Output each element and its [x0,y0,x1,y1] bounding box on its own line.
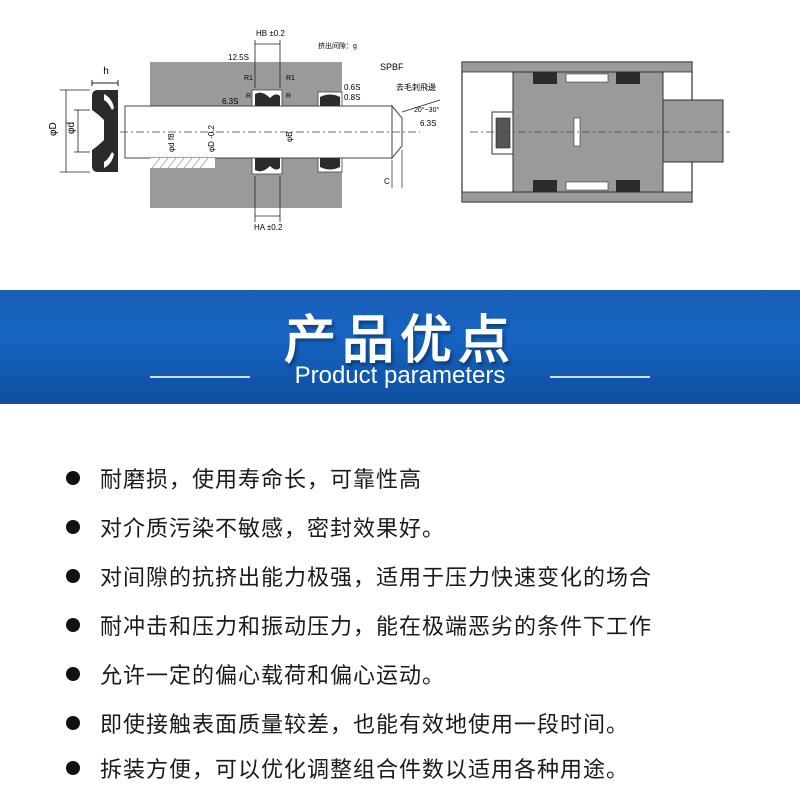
list-item: 对介质污染不敏感，密封效果好。 [66,509,445,545]
bullet-dot [66,569,80,583]
bullet-dot [66,716,80,730]
list-item-text: 对间隙的抗挤出能力极强，适用于压力快速变化的场合 [100,566,653,591]
seal-installation-diagram: h φD φd HB ±0.2 [48,29,730,232]
label-0-6s: 0.6S [344,83,360,92]
bullet-dot [66,471,80,485]
bullet-dot [66,761,80,775]
label-deburr: 去毛刺飛邊 [396,82,436,92]
bullet-dot [66,520,80,534]
label-h: h [103,66,109,77]
list-item-text: 耐冲击和压力和振动压力，能在极端恶劣的条件下工作 [100,615,653,640]
label-6-3s-a: 6.3S [222,97,238,106]
label-phi-d-f8: φd f8 [167,133,176,152]
label-spbf: SPBF [380,62,404,72]
list-item: 允许一定的偏心载荷和偏心运动。 [66,656,445,692]
banner-subtitle-group: Product parameters [150,362,650,390]
list-item-text: 对介质污染不敏感，密封效果好。 [100,517,446,542]
bullet-dot [66,618,80,632]
seal-cross-section: h φD φd [48,66,119,173]
list-item-text: 耐磨损，使用寿命长，可靠性高 [100,468,423,493]
label-phi-D-tol: φD -0.2 [207,124,216,152]
label-0-8s: 0.8S [344,93,360,102]
label-c: C [384,177,390,186]
label-12-5s: 12.5S [228,53,249,62]
label-r1-a: R1 [244,75,253,82]
label-phi-d: φd [66,122,77,134]
list-item: 对间隙的抗挤出能力极强，适用于压力快速变化的场合 [66,558,652,594]
list-item-text: 允许一定的偏心载荷和偏心运动。 [100,664,446,689]
banner-subtitle: Product parameters [294,362,506,389]
advantages-list: 耐磨损，使用寿命长，可靠性高 对介质污染不敏感，密封效果好。 对间隙的抗挤出能力… [0,404,800,790]
label-r-b: R [286,93,291,100]
label-r1-b: R1 [286,75,295,82]
label-gap: 挤出间隙：g [318,41,357,50]
banner-rule-left [150,376,250,378]
bullet-dot [66,667,80,681]
banner-rule-right [550,376,650,378]
list-item: 耐磨损，使用寿命长，可靠性高 [66,460,422,496]
cylinder-assembly [461,61,730,203]
list-item-text: 即使接触表面质量较差，也能有效地使用一段时间。 [100,713,630,738]
banner-title: 产品优点 [283,311,516,371]
list-item-text: 拆装方便，可以优化调整组合件数以适用各种用途。 [100,758,630,783]
label-ha: HA ±0.2 [254,223,283,232]
section-banner: 产品优点 Product parameters [0,290,800,404]
list-item: 耐冲击和压力和振动压力，能在极端恶劣的条件下工作 [66,607,652,643]
label-hb: HB ±0.2 [256,29,285,38]
label-6-3s-b: 6.3S [420,119,436,128]
label-phi-B: φB [285,131,294,142]
technical-drawing: h φD φd HB ±0.2 [0,0,800,290]
list-item: 拆装方便，可以优化调整组合件数以适用各种用途。 [66,750,629,786]
label-r-a: R [246,93,251,100]
list-item: 即使接触表面质量较差，也能有效地使用一段时间。 [66,705,629,741]
housing-section: HB ±0.2 HA ±0.2 12.5S 挤出间隙：g R1 R1 R R 6… [120,29,441,232]
label-phi-D: φD [48,122,59,136]
label-angle: 20°~30° [414,106,439,114]
